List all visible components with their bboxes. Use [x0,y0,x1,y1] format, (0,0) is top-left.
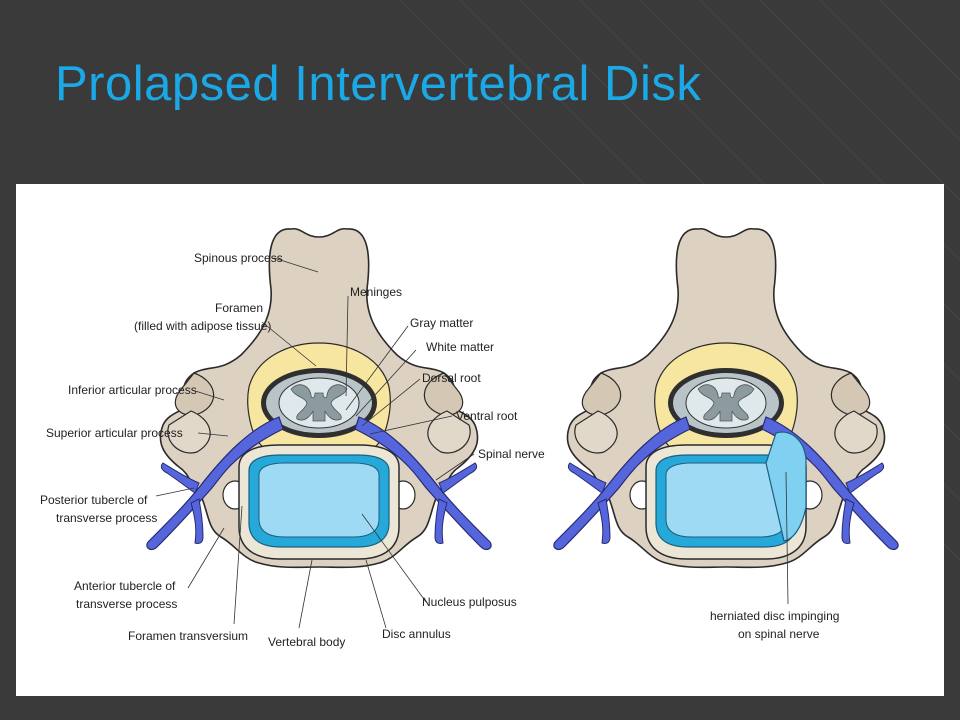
label-vertebral-body: Vertebral body [268,635,345,649]
label-posterior-tubercle-line1: Posterior tubercle of [40,493,148,507]
normal-vertebra-illustration [146,227,492,569]
label-foramen-line1: Foramen [215,301,263,315]
label-anterior-tubercle-line2: transverse process [76,597,177,611]
leader-lines [155,257,789,629]
label-white-matter: White matter [426,340,494,354]
label-inferior-articular-process: Inferior articular process [68,383,197,397]
herniated-vertebra-illustration [553,227,899,569]
slide-title: Prolapsed Intervertebral Disk [55,57,702,111]
label-foramen-line2: (filled with adipose tissue) [134,319,271,333]
label-gray-matter: Gray matter [410,316,473,330]
label-herniated-line2: on spinal nerve [738,627,820,641]
label-spinal-nerve: Spinal nerve [478,447,545,461]
diagram-panel: Spinous process Foramen (filled with adi… [16,184,944,696]
vertebra-diagram: Spinous process Foramen (filled with adi… [40,227,899,649]
label-posterior-tubercle-line2: transverse process [56,511,157,525]
label-disc-annulus: Disc annulus [382,627,451,641]
label-ventral-root: Ventral root [456,409,518,423]
label-dorsal-root: Dorsal root [422,371,481,385]
label-anterior-tubercle-line1: Anterior tubercle of [74,579,176,593]
label-superior-articular-process: Superior articular process [46,426,183,440]
label-meninges: Meninges [350,285,402,299]
label-herniated-line1: herniated disc impinging [710,609,839,623]
label-spinous-process: Spinous process [194,251,283,265]
label-foramen-transversium: Foramen transversium [128,629,248,643]
label-nucleus-pulposus: Nucleus pulposus [422,595,517,609]
